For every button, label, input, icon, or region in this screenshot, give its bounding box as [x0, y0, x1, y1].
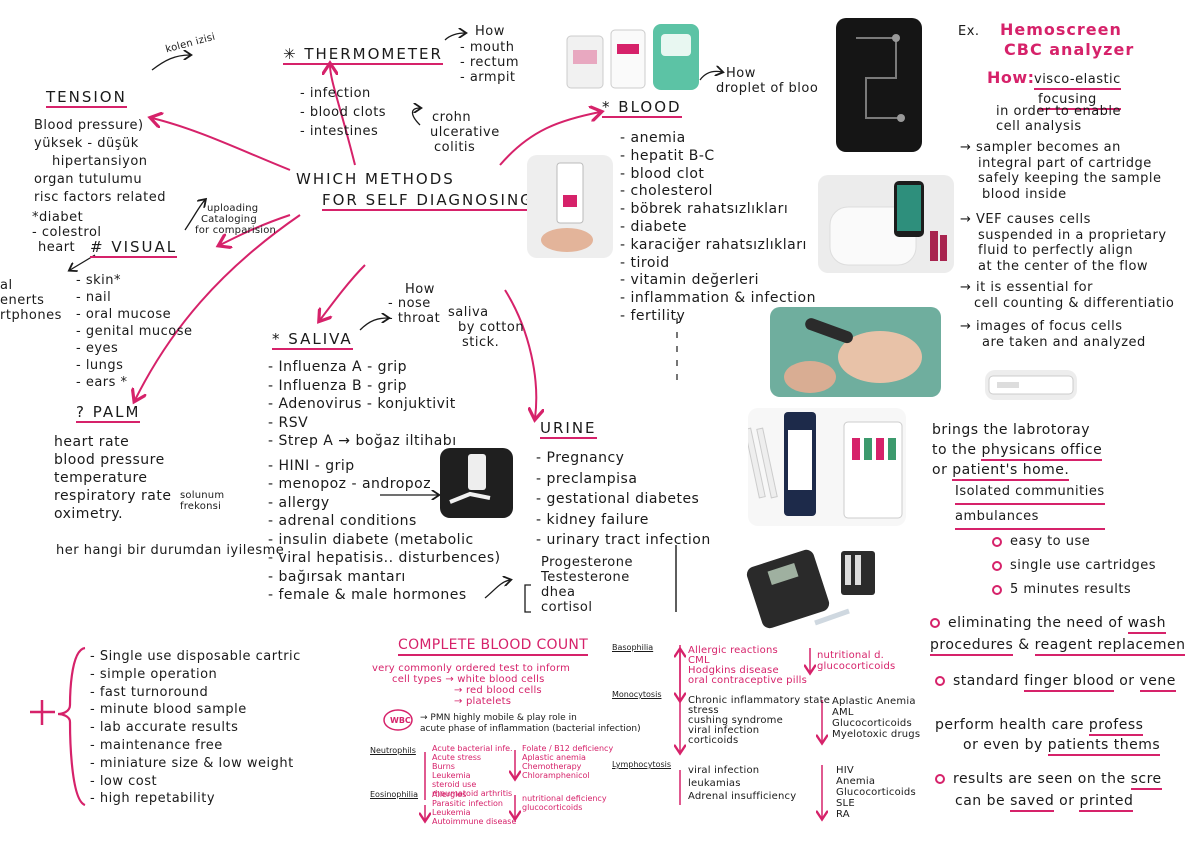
tension-title: TENSION	[46, 88, 127, 108]
wbc-note: → PMN highly mobile & play role in acute…	[420, 713, 641, 734]
asterisk-icon: *	[602, 98, 619, 116]
bullet-icon	[992, 584, 1002, 595]
bullet-icon	[992, 560, 1002, 571]
asterisk-icon: *	[272, 330, 289, 348]
hash-icon: #	[90, 238, 112, 256]
center-line-1: WHICH METHODS	[296, 170, 455, 188]
brings-bullets: easy to use single use cartridges 5 minu…	[992, 530, 1156, 602]
eosinophilia-up: Allergies Parasitic infection Leukemia A…	[432, 790, 517, 826]
monocytosis-label: Monocytosis	[612, 690, 662, 699]
brings-block: brings the labrotoray to the physicans o…	[932, 420, 1103, 481]
standard-block: standard finger blood or vene	[935, 672, 1176, 692]
bullet-icon	[935, 676, 945, 686]
handheld-reader-image	[745, 545, 883, 635]
center-line-2: FOR SELF DIAGNOSING	[322, 191, 534, 211]
cartridge-strip-image	[985, 370, 1077, 400]
blood-list: - anemia - hepatit B-C - blood clot - ch…	[620, 130, 816, 324]
saliva-how: How	[405, 282, 435, 297]
cbc-intro: very commonly ordered test to inform cel…	[372, 663, 571, 707]
eosinophilia-label: Eosinophilia	[370, 790, 419, 799]
thermometer-how-list: - mouth - rectum - armpit	[460, 40, 520, 85]
finger-prick-image	[770, 307, 941, 397]
star-icon: ✳	[283, 45, 305, 63]
hemoscreen-points: → sampler becomes an integral part of ca…	[960, 140, 1175, 350]
blood-sampler-image	[527, 155, 613, 258]
hemoscreen-how-value: visco-elastic focusing	[1034, 72, 1121, 110]
visual-upload-note: uploading Cataloging for comparision	[195, 203, 277, 236]
hemoscreen-how-label: How:	[987, 68, 1035, 87]
bullet-icon	[935, 774, 945, 784]
eliminating-block: eliminating the need of wash procedures …	[930, 612, 1186, 656]
perform-block: perform health care profess or even by p…	[935, 715, 1161, 756]
basophilia-up: Allergic reactions CML Hodgkins disease …	[688, 645, 808, 686]
saliva-cotton: saliva by cotton stick.	[448, 305, 525, 350]
monocytosis-up: Chronic inflammatory state stress cushin…	[688, 695, 831, 746]
neutrophils-up: Acute bacterial infe. Acute stress Burns…	[432, 744, 513, 798]
hemoscreen-analyzer-image	[818, 175, 954, 273]
bullet-icon	[992, 536, 1002, 547]
urine-title: URINE	[540, 419, 597, 439]
visual-list: - skin* - nail - oral mucose - genital m…	[76, 273, 193, 390]
hormones-list: Progesterone Testesterone dhea cortisol	[541, 555, 633, 615]
saliva-collector-image	[440, 448, 513, 518]
palm-solunum: solunum frekonsi	[180, 490, 225, 512]
tension-list: Blood pressure) yüksek - düşük hipertans…	[34, 118, 166, 205]
urine-test-strips-image	[748, 408, 906, 526]
visual-cut-text: al enerts rtphones	[0, 278, 62, 323]
palm-title: ? PALM	[76, 403, 141, 423]
saliva-list: - Influenza A - grip - Influenza B - gri…	[268, 359, 501, 603]
neutrophils-label: Neutrophils	[370, 746, 416, 755]
tension-risks: *diabet - colestrol heart	[32, 210, 102, 255]
lymphocytosis-label: Lymphocytosis	[612, 760, 672, 769]
center-heading: WHICH METHODS FOR SELF DIAGNOSING	[296, 172, 534, 211]
visual-title: # VISUAL	[90, 238, 178, 258]
hemoscreen-cartridge-image	[836, 18, 922, 152]
crohn-list: crohn ulcerative colitis	[430, 110, 500, 155]
thermometer-list: - infection - blood clots - intestines	[300, 86, 387, 139]
blood-how: How droplet of bloo	[716, 66, 819, 96]
results-block: results are seen on the scre can be save…	[935, 768, 1162, 812]
saliva-how-list: - nose - throat	[388, 296, 441, 326]
wbc-label: WBC	[390, 716, 411, 725]
hemoscreen-how-rest: in order to enable cell analysis	[996, 104, 1122, 134]
blood-test-cartridges-image	[565, 22, 705, 94]
lymphocytosis-down: HIV Anemia Glucocorticoids SLE RA	[836, 765, 916, 820]
isolated-communities: Isolated communities ambulances	[955, 482, 1105, 530]
palm-list: heart rate blood pressure temperature re…	[54, 434, 172, 522]
monocytosis-down: Aplastic Anemia AML Glucocorticoids Myel…	[832, 696, 921, 740]
palm-footer: her hangi bir durumdan iyilesme	[56, 543, 285, 558]
cbc-title: COMPLETE BLOOD COUNT	[398, 638, 589, 656]
eosinophilia-down: nutritional deficiency glucocorticoids	[522, 794, 607, 812]
saliva-title: * SALIVA	[272, 330, 353, 350]
thermometer-how: How	[475, 24, 505, 39]
thermometer-title: ✳ THERMOMETER	[283, 45, 443, 65]
advantages-list: - Single use disposable cartric - simple…	[90, 649, 301, 807]
basophilia-down: nutritional d. glucocorticoids	[817, 650, 896, 672]
bullet-icon	[930, 618, 940, 628]
basophilia-label: Basophilia	[612, 643, 654, 652]
question-icon: ?	[76, 403, 93, 421]
hemoscreen-title: Hemoscreen CBC analyzer	[1000, 20, 1135, 59]
urine-list: - Pregnancy - preclampisa - gestational …	[536, 450, 711, 548]
lymphocytosis-up: viral infection leukamias Adrenal insuff…	[688, 765, 797, 802]
neutrophils-down: Folate / B12 deficiency Aplastic anemia …	[522, 744, 614, 780]
example-label: Ex.	[958, 24, 980, 39]
blood-title: * BLOOD	[602, 98, 682, 118]
